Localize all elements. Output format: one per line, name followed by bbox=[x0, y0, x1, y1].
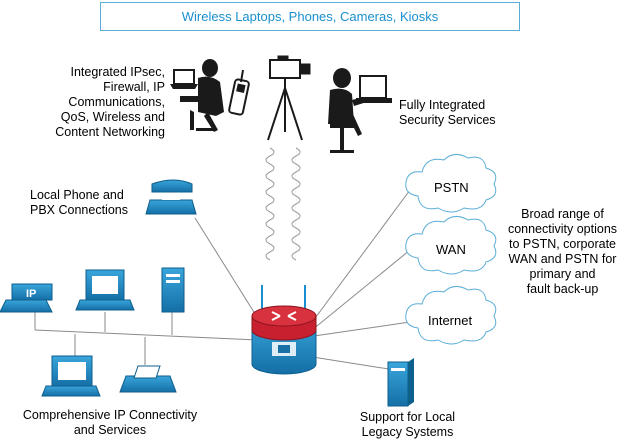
pstn-label: PSTN bbox=[434, 180, 469, 195]
legacy-systems-label: Support for Local Legacy Systems bbox=[359, 410, 456, 439]
local-phone-label: Local Phone and PBX Connections bbox=[30, 188, 128, 217]
connectivity-options-label: Broad range of connectivity options to P… bbox=[507, 207, 618, 296]
router-icon bbox=[251, 285, 317, 375]
svg-text:IP: IP bbox=[26, 288, 36, 300]
server-tower-icon bbox=[161, 267, 185, 313]
connection-lines bbox=[34, 189, 411, 371]
wireless-phone-icon bbox=[228, 69, 250, 116]
link-router-pstn bbox=[309, 189, 411, 326]
pstn-cloud: PSTN bbox=[405, 154, 497, 213]
link-router-internet bbox=[313, 321, 411, 337]
desktop-computer-icon bbox=[75, 269, 135, 311]
internet-cloud: Internet bbox=[405, 286, 497, 345]
desk-phone-icon bbox=[145, 179, 197, 215]
wan-cloud: WAN bbox=[405, 216, 497, 275]
printer-icon bbox=[119, 365, 177, 393]
laptop-user-icon bbox=[170, 59, 224, 132]
wan-label: WAN bbox=[436, 242, 466, 257]
desktop-user-icon bbox=[328, 68, 392, 153]
ip-connectivity-label: Comprehensive IP Connectivity and Servic… bbox=[22, 408, 198, 437]
legacy-server-icon bbox=[387, 358, 414, 407]
link-phone-router bbox=[194, 217, 263, 326]
integrated-services-label: Integrated IPsec, Firewall, IP Communica… bbox=[55, 65, 165, 139]
ip-phone-icon: IP bbox=[0, 283, 53, 313]
camera-icon bbox=[267, 55, 311, 141]
wireless-devices-banner: Wireless Laptops, Phones, Cameras, Kiosk… bbox=[100, 2, 520, 31]
internet-label: Internet bbox=[428, 313, 472, 328]
link-router-wan bbox=[311, 249, 411, 331]
security-services-label: Fully Integrated Security Services bbox=[399, 98, 496, 127]
workstation-icon bbox=[41, 355, 101, 397]
wireless-signal-icon bbox=[265, 147, 301, 261]
link-lan-router bbox=[34, 329, 259, 341]
